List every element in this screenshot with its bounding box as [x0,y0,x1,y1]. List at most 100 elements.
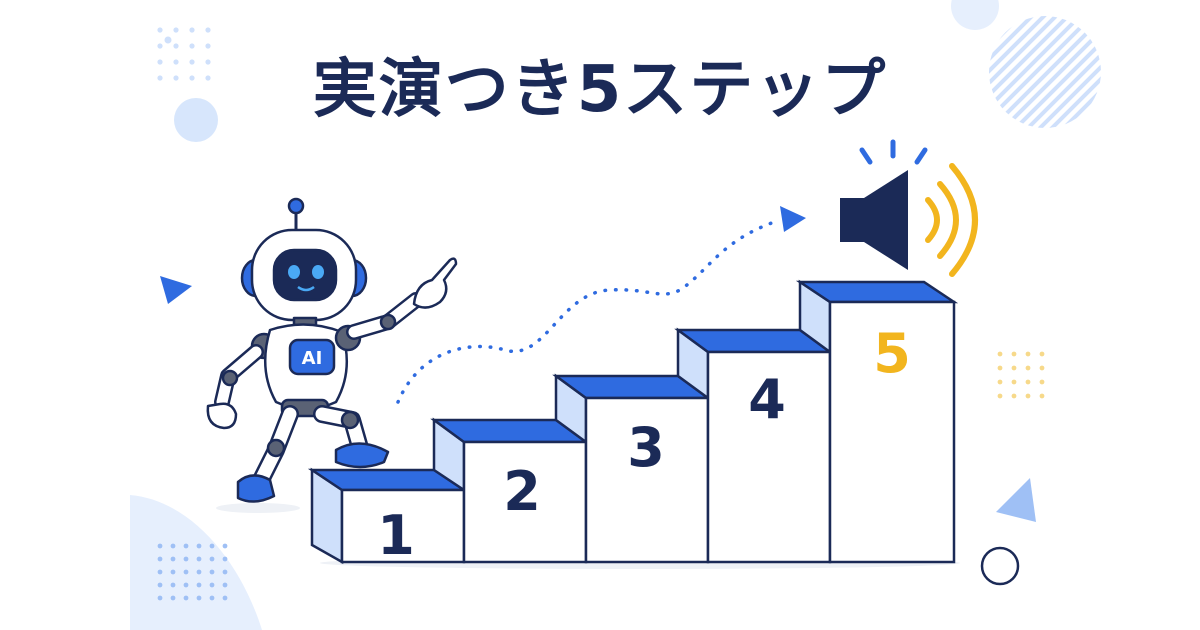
deco-stripe [1084,16,1101,128]
page-title: 実演つき5ステップ [312,53,888,127]
deco-dot [209,595,215,601]
deco-dot [1025,351,1031,357]
deco-dot [205,27,211,33]
deco-dot [183,556,189,562]
deco-dot [1025,393,1031,399]
deco-dot [997,379,1003,385]
deco-circle-top-right [951,0,999,30]
deco-dot [173,59,179,65]
deco-dot [183,543,189,549]
deco-stripe [1012,16,1101,128]
dot-grid-top-left [157,27,211,81]
deco-dot [173,27,179,33]
deco-dot [157,595,163,601]
blob-bottom-left [130,495,262,630]
robot-mascot: AI [206,197,458,513]
deco-dot [222,595,228,601]
deco-dot [1011,393,1017,399]
step-number-2: 2 [503,460,541,523]
staircase: 1 2 3 4 5 [307,279,959,567]
step-number-3: 3 [627,416,665,479]
step-number-4: 4 [748,368,786,431]
deco-dot [183,595,189,601]
deco-dot [196,595,202,601]
deco-dot [205,59,211,65]
deco-stripe [1036,16,1101,128]
deco-dot [183,582,189,588]
deco-dot [170,543,176,549]
arrow-head-icon [780,206,806,232]
striped-circle-top-right [989,16,1101,128]
deco-dot [209,543,215,549]
deco-dot [170,582,176,588]
deco-stripe [1000,16,1101,128]
deco-dot [189,27,195,33]
deco-dot [157,556,163,562]
deco-dot [157,75,163,81]
deco-dot [189,75,195,81]
deco-dot [1039,365,1045,371]
deco-circle-top-left [174,98,218,142]
deco-dot [157,43,163,49]
deco-dot [170,595,176,601]
step-number-5: 5 [873,322,911,385]
deco-dot [1039,379,1045,385]
deco-dot [157,27,163,33]
deco-dot [1011,365,1017,371]
deco-dot [196,556,202,562]
step-number-1: 1 [377,504,415,567]
deco-dot [1025,365,1031,371]
deco-dot [196,569,202,575]
deco-stripe [1060,16,1101,128]
deco-dot [1025,379,1031,385]
deco-stripe [1024,16,1101,128]
deco-dot [997,365,1003,371]
deco-dot [222,543,228,549]
deco-dot [1039,393,1045,399]
step-2 [430,417,590,564]
deco-stripe [1072,16,1101,128]
step-1 [307,467,469,565]
dot-grid-bottom-left [157,543,228,601]
triangle-left [160,276,192,304]
deco-stripe [989,16,1088,128]
deco-dot [170,556,176,562]
deco-dot [209,569,215,575]
deco-stripe [989,16,1052,128]
deco-stripe [1048,16,1101,128]
deco-dot [209,556,215,562]
deco-stripe [989,16,1101,128]
deco-dot [196,582,202,588]
deco-dot [183,569,189,575]
dot-grid-right [997,351,1045,399]
deco-dot [209,582,215,588]
triangle-right [996,478,1036,522]
deco-dot [157,59,163,65]
step-3 [552,373,712,564]
speaker-icon [840,139,978,277]
deco-dot [997,393,1003,399]
step-5 [795,279,959,564]
deco-dot [189,43,195,49]
deco-dot [205,43,211,49]
deco-dot [196,543,202,549]
dot-grid-top-left [164,36,172,44]
step-4 [674,327,834,564]
deco-dot [189,59,195,65]
deco-stripe [1096,16,1101,128]
deco-dot [205,75,211,81]
deco-dot [1011,379,1017,385]
robot-badge: AI [302,348,323,369]
deco-dot [222,569,228,575]
deco-dot [173,75,179,81]
deco-stripe [989,16,1076,128]
deco-stripe [989,16,1040,128]
deco-dot [157,569,163,575]
deco-dot [222,556,228,562]
deco-stripe [989,16,1016,128]
deco-dot [1039,351,1045,357]
ring-bottom-right [980,546,1020,586]
deco-dot [173,43,179,49]
deco-dot [157,543,163,549]
